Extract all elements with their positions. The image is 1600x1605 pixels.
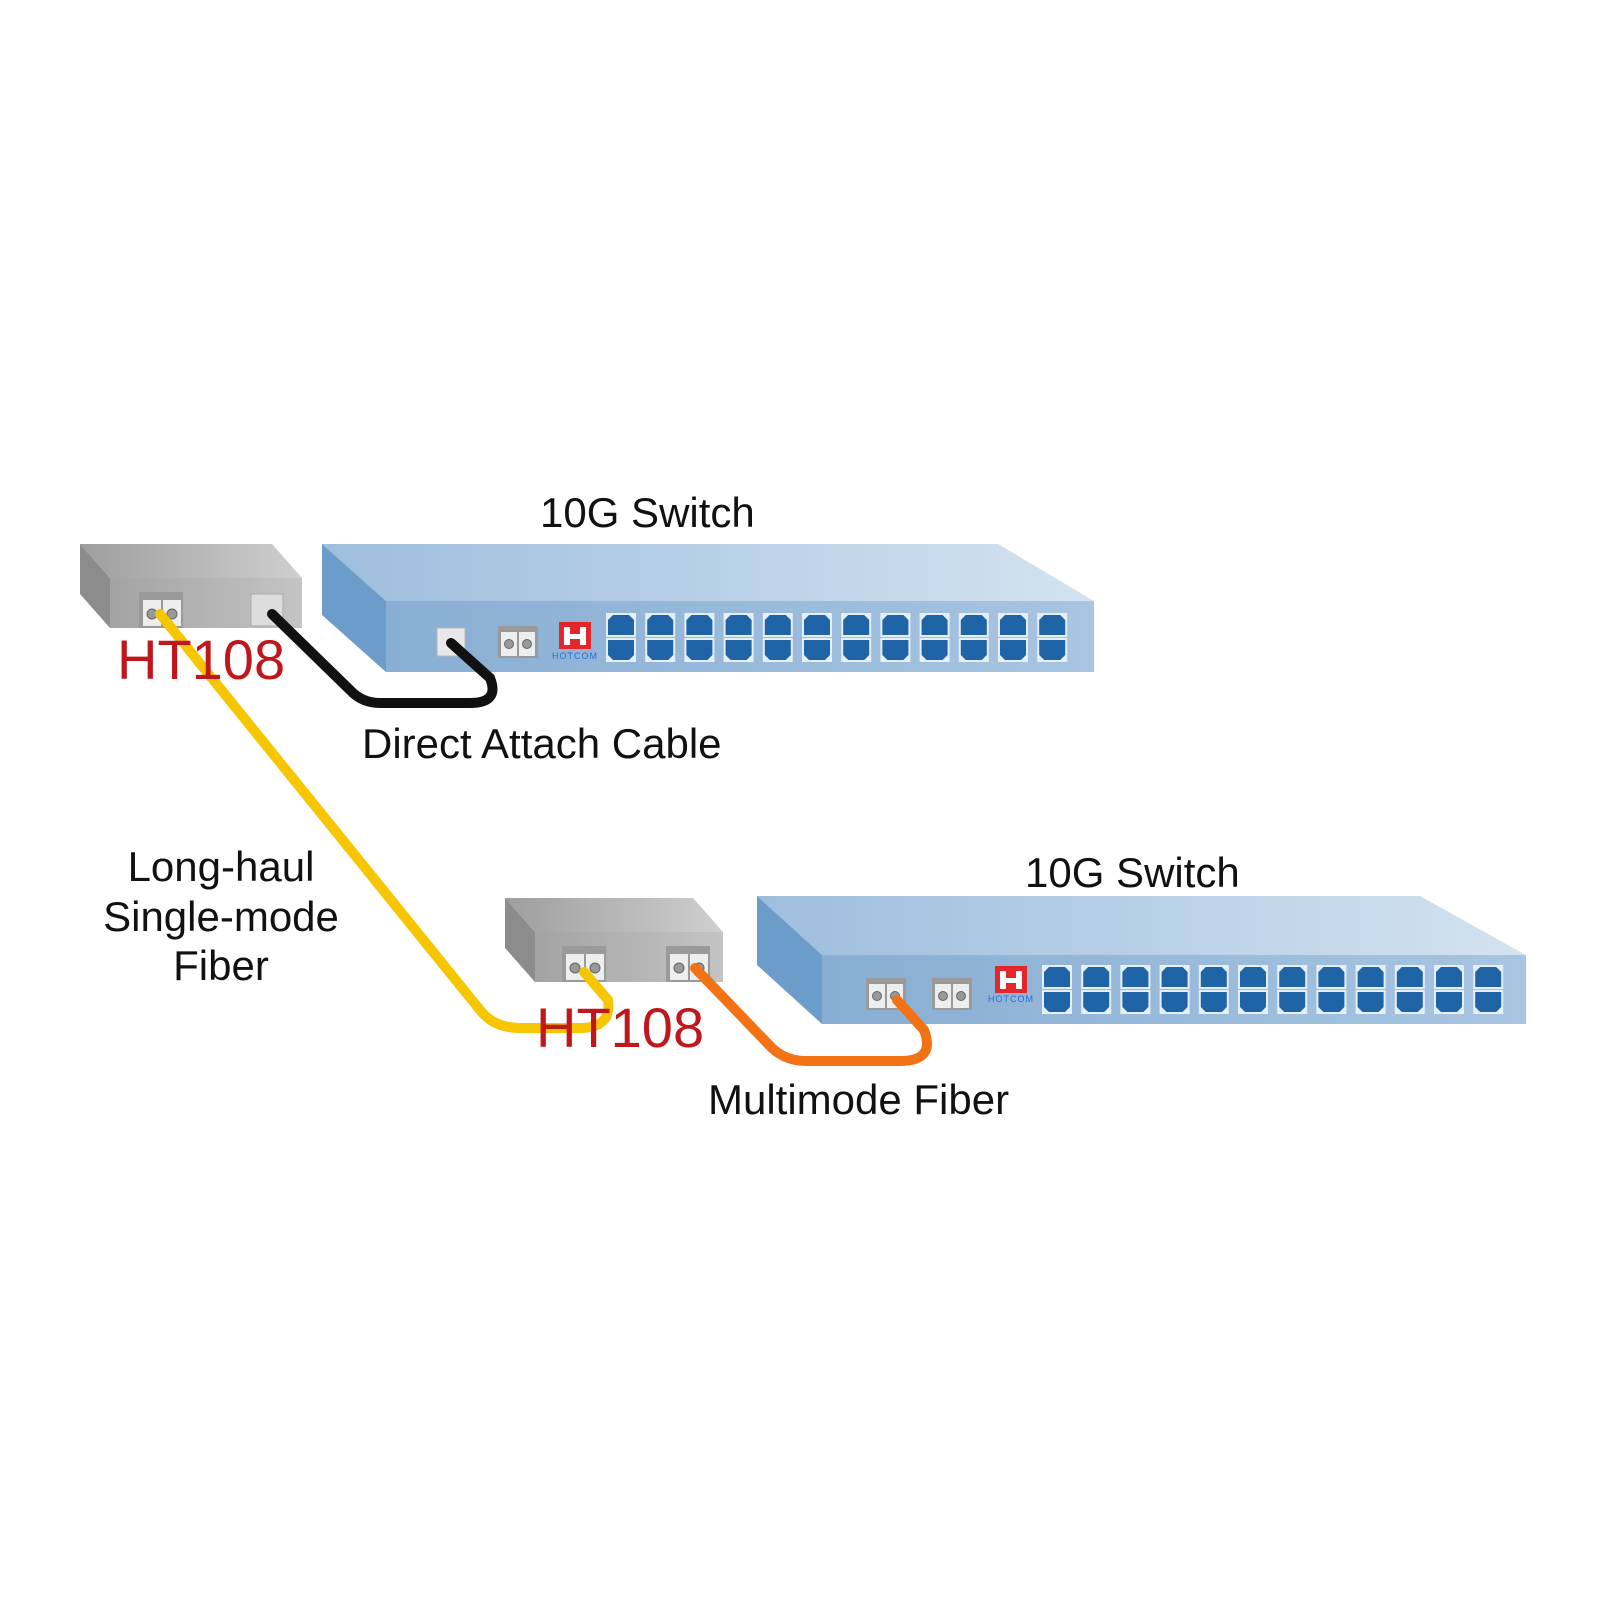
rj45-port[interactable] bbox=[921, 615, 948, 635]
switch-bottom-title: 10G Switch bbox=[1025, 849, 1240, 896]
rj45-port[interactable] bbox=[1436, 967, 1462, 987]
hotcom-logo: HOTCOM bbox=[988, 966, 1034, 1004]
rj45-port[interactable] bbox=[1044, 967, 1070, 987]
rj45-port[interactable] bbox=[1161, 967, 1188, 987]
rj45-port[interactable] bbox=[686, 640, 713, 660]
rj45-port-array bbox=[1042, 965, 1504, 1014]
rj45-port[interactable] bbox=[882, 615, 909, 635]
converter-top-side-face bbox=[80, 544, 110, 628]
rj45-port[interactable] bbox=[1396, 967, 1423, 987]
rj45-port[interactable] bbox=[686, 615, 713, 635]
rj45-port[interactable] bbox=[921, 640, 948, 660]
rj45-port[interactable] bbox=[647, 615, 674, 635]
rj45-port[interactable] bbox=[1044, 992, 1070, 1012]
rj45-port[interactable] bbox=[608, 640, 634, 660]
sfp-copper-port[interactable] bbox=[436, 627, 466, 657]
single-mode-fiber-cable[interactable] bbox=[155, 609, 614, 1033]
rj45-port[interactable] bbox=[764, 640, 791, 660]
lc-port[interactable] bbox=[866, 978, 906, 1010]
rj45-port[interactable] bbox=[1318, 967, 1345, 987]
multimode-fiber-cable[interactable] bbox=[690, 963, 932, 1066]
rj45-port[interactable] bbox=[1039, 615, 1066, 635]
rj45-port[interactable] bbox=[1396, 992, 1423, 1012]
rj45-port[interactable] bbox=[1122, 992, 1149, 1012]
rj45-port[interactable] bbox=[647, 640, 674, 660]
rj45-port[interactable] bbox=[843, 615, 870, 635]
rj45-port[interactable] bbox=[1240, 992, 1266, 1012]
rj45-port[interactable] bbox=[764, 615, 791, 635]
rj45-port[interactable] bbox=[1122, 967, 1149, 987]
rj45-port[interactable] bbox=[804, 615, 830, 635]
rj45-port[interactable] bbox=[1083, 967, 1110, 987]
rj45-port[interactable] bbox=[1200, 967, 1227, 987]
rj45-port[interactable] bbox=[1357, 967, 1384, 987]
rj45-port[interactable] bbox=[1475, 992, 1502, 1012]
rj45-port[interactable] bbox=[1475, 967, 1502, 987]
rj45-port[interactable] bbox=[1436, 992, 1462, 1012]
converter-top-top-face bbox=[80, 544, 302, 578]
rj45-port[interactable] bbox=[1039, 640, 1066, 660]
converter-top-label: HT108 bbox=[117, 628, 286, 691]
rj45-port[interactable] bbox=[725, 640, 752, 660]
rj45-port[interactable] bbox=[1000, 640, 1026, 660]
single-mode-fiber-label: Long-haul Single-mode Fiber bbox=[103, 843, 339, 990]
rj45-port[interactable] bbox=[1000, 615, 1026, 635]
hotcom-logo-text: HOTCOM bbox=[552, 651, 598, 661]
switch-top-title: 10G Switch bbox=[540, 489, 755, 536]
rj45-port[interactable] bbox=[608, 615, 634, 635]
rj45-port-array bbox=[606, 613, 1068, 662]
rj45-port[interactable] bbox=[1357, 992, 1384, 1012]
rj45-port[interactable] bbox=[804, 640, 830, 660]
switch-top: HOTCOM bbox=[322, 544, 1094, 672]
converter-bottom-side-face bbox=[505, 898, 535, 982]
hotcom-logo-text: HOTCOM bbox=[988, 994, 1034, 1004]
lc-port[interactable] bbox=[498, 626, 538, 658]
rj45-port[interactable] bbox=[882, 640, 909, 660]
lc-port[interactable] bbox=[932, 978, 972, 1010]
rj45-port[interactable] bbox=[960, 640, 987, 660]
hotcom-logo: HOTCOM bbox=[552, 622, 598, 661]
switch-bottom-top-face bbox=[757, 896, 1526, 955]
rj45-port[interactable] bbox=[725, 615, 752, 635]
rj45-port[interactable] bbox=[960, 615, 987, 635]
converter-bottom-label: HT108 bbox=[536, 996, 705, 1059]
rj45-port[interactable] bbox=[1161, 992, 1188, 1012]
switch-top-side-face bbox=[322, 544, 386, 672]
rj45-port[interactable] bbox=[1279, 992, 1306, 1012]
rj45-port[interactable] bbox=[1318, 992, 1345, 1012]
rj45-port[interactable] bbox=[1083, 992, 1110, 1012]
direct-attach-cable-label: Direct Attach Cable bbox=[362, 720, 722, 767]
switch-bottom-side-face bbox=[757, 896, 822, 1024]
switch-bottom: HOTCOM bbox=[757, 896, 1526, 1024]
direct-attach-cable[interactable] bbox=[267, 609, 498, 708]
switch-top-top-face bbox=[322, 544, 1094, 601]
multimode-fiber-label: Multimode Fiber bbox=[708, 1076, 1010, 1123]
lc-port[interactable] bbox=[139, 592, 183, 628]
converter-top bbox=[80, 544, 302, 628]
rj45-port[interactable] bbox=[1200, 992, 1227, 1012]
rj45-port[interactable] bbox=[1279, 967, 1306, 987]
converter-bottom-top-face bbox=[505, 898, 723, 932]
rj45-port[interactable] bbox=[843, 640, 870, 660]
rj45-port[interactable] bbox=[1240, 967, 1266, 987]
